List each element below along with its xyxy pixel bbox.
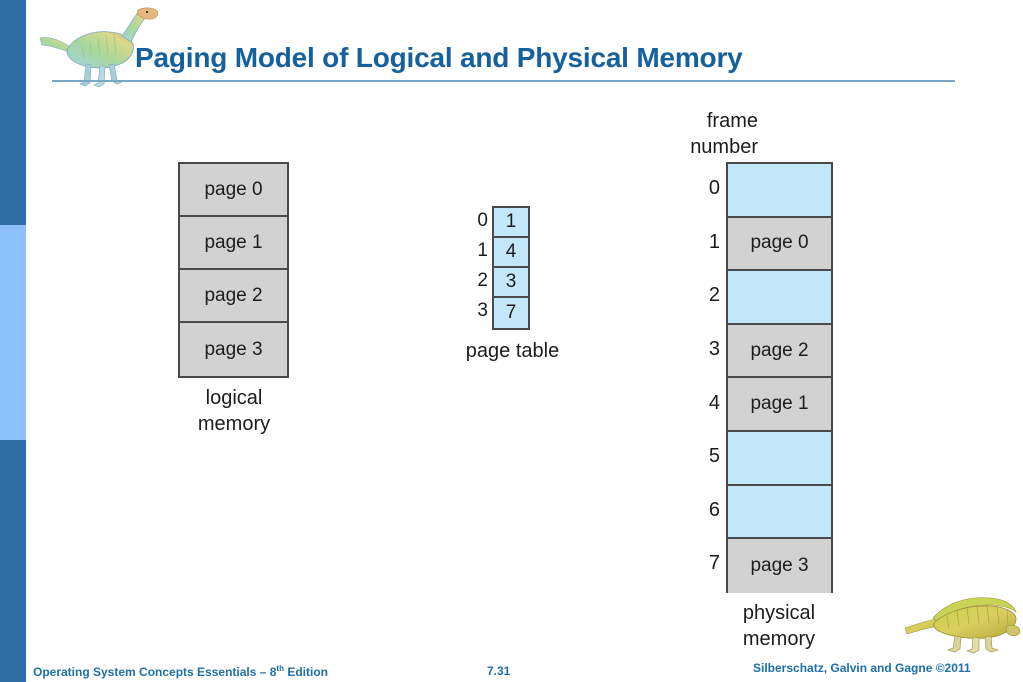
frame-index: 6 — [708, 498, 720, 521]
footer-edition: Operating System Concepts Essentials – 8… — [33, 664, 328, 679]
frame-number-label: frame number — [608, 108, 758, 160]
frame-index: 2 — [708, 284, 720, 307]
logical-memory-cell: page 2 — [180, 270, 287, 323]
physical-memory-block: page 0 page 2 page 1 page 3 — [726, 162, 833, 593]
page-table-index: 2 — [477, 270, 488, 291]
footer-edition-ordinal: th — [276, 664, 284, 673]
footer-copyright: Silberschatz, Galvin and Gagne ©2011 — [753, 661, 971, 675]
sidebar-accent-top — [0, 0, 26, 225]
frame-index: 1 — [708, 230, 720, 253]
page-table-entry: 1 — [494, 208, 528, 238]
physical-memory-frame: page 1 — [728, 378, 831, 432]
dinosaur-icon — [904, 597, 1021, 654]
physical-memory-frame — [728, 164, 831, 218]
footer-edition-pre: Operating System Concepts Essentials – 8 — [33, 665, 277, 679]
logical-memory-block: page 0 page 1 page 2 page 3 — [178, 162, 289, 378]
page-table-caption: page table — [465, 340, 560, 362]
logical-memory-caption-line2: memory — [197, 413, 271, 435]
page-table-entry: 7 — [494, 298, 528, 328]
title-divider — [52, 80, 955, 82]
frame-index: 5 — [708, 445, 720, 468]
physical-memory-frame — [728, 485, 831, 540]
frame-index: 0 — [708, 177, 720, 200]
physical-memory-caption: physical memory — [694, 600, 864, 652]
sidebar-accent-bottom — [0, 440, 26, 682]
physical-memory-index-column: 0 1 2 3 4 5 6 7 — [698, 162, 720, 591]
page-table-index: 0 — [477, 210, 488, 231]
logical-memory-cell: page 0 — [180, 164, 287, 217]
physical-memory-frame: page 3 — [728, 539, 831, 593]
page-table-index: 3 — [477, 300, 488, 321]
frame-number-label-line2: number — [690, 136, 758, 158]
physical-memory-caption-line1: physical — [742, 602, 816, 624]
page-table-entry: 3 — [494, 268, 528, 298]
physical-memory-frame: page 0 — [728, 217, 831, 272]
physical-memory-frame — [728, 431, 831, 486]
page-table-index: 1 — [477, 240, 488, 261]
logical-memory-caption-line1: logical — [205, 387, 263, 409]
logical-memory-cell: page 3 — [180, 323, 287, 376]
frame-number-label-line1: frame — [706, 110, 758, 132]
footer-page-number: 7.31 — [487, 664, 511, 678]
frame-index: 4 — [708, 391, 720, 414]
physical-memory-frame — [728, 271, 831, 325]
page-table-entry: 4 — [494, 238, 528, 268]
frame-index: 7 — [708, 552, 720, 575]
physical-memory-caption-line2: memory — [742, 628, 816, 650]
page-title: Paging Model of Logical and Physical Mem… — [135, 42, 743, 73]
footer-edition-post: Edition — [283, 665, 328, 679]
page-table-block: 1 4 3 7 — [492, 206, 530, 330]
page-table-index-column: 0 1 2 3 — [466, 206, 488, 326]
sidebar-accent-middle — [0, 225, 26, 440]
frame-index: 3 — [708, 338, 720, 361]
physical-memory-frame: page 2 — [728, 324, 831, 379]
logical-memory-caption: logical memory — [150, 385, 318, 437]
logical-memory-cell: page 1 — [180, 217, 287, 270]
